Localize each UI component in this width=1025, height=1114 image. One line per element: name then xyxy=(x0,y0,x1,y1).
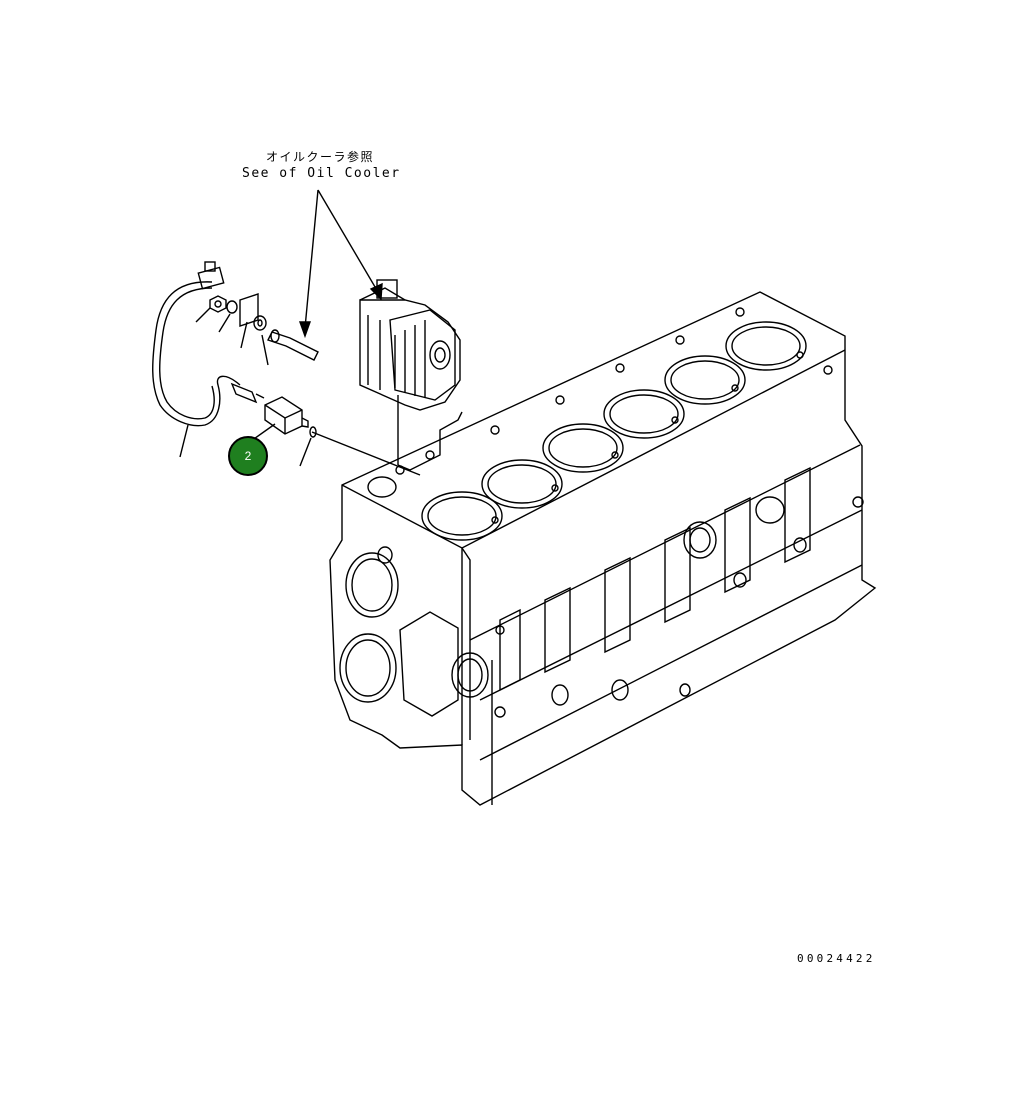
oil-cooler-housing xyxy=(359,279,463,471)
callout-marker-2[interactable]: 2 xyxy=(228,436,268,476)
cylinder-block xyxy=(329,291,877,806)
reference-leader-arrows xyxy=(299,189,383,339)
reference-note-english: See of Oil Cooler xyxy=(242,166,401,181)
reference-note-japanese: オイルクーラ参照 xyxy=(266,150,375,164)
part-leader-lines xyxy=(179,307,421,476)
fasteners xyxy=(209,293,319,438)
sensor-harness xyxy=(152,261,265,427)
sensor-adapter-part xyxy=(264,396,309,435)
drawing-number: 00024422 xyxy=(797,952,876,965)
